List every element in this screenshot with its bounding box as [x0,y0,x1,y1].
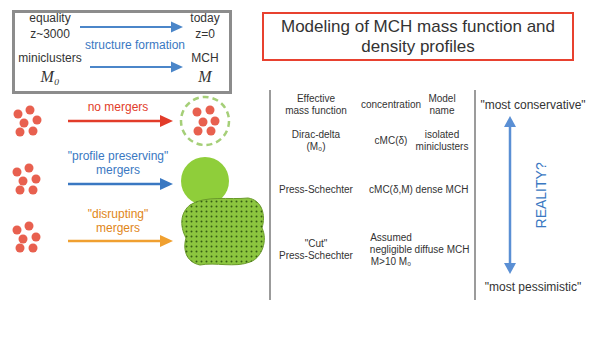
minicluster-dot [193,108,202,117]
minicluster-dots [13,222,41,253]
minicluster-dots [14,106,42,137]
merger-label: no mergers [88,100,149,114]
table-cell: "Cut" [305,238,328,250]
minicluster-dot [29,127,38,136]
dense-halo [181,157,229,205]
minicluster-dot [20,119,29,128]
merger-arrow [68,240,162,243]
minicluster-dots [13,164,41,195]
column-header: concentration [361,99,421,111]
minicluster-dot [32,175,41,184]
minicluster-dot [33,116,42,125]
minicluster-dot [13,226,22,235]
node-text: today [190,12,219,26]
minicluster-dot [13,168,22,177]
node-text: M [198,68,211,86]
range-arrow [509,124,512,266]
minicluster-dot [211,117,220,126]
minicluster-dot [19,235,28,244]
table-cell: cMC(δ) [375,135,408,147]
node-text: structure formation [85,39,185,53]
node-text: z~3000 [30,28,70,42]
node-text: M₀ [41,68,60,86]
minicluster-dot [29,186,38,195]
minicluster-dot [14,110,23,119]
table-cell: cMC(δ,M) [369,184,413,196]
arrow-head [171,62,183,73]
evolution-arrow [80,26,173,28]
table-cell: dense MCH [416,184,469,196]
merger-label: "disrupting" mergers [79,207,157,236]
table-cell: isolated miniclusters [412,129,472,153]
node-text: equality [29,12,70,26]
minicluster-dot [25,222,34,231]
title-box: Modeling of MCH mass function and densit… [262,12,574,61]
scale-label: "most conservative" [480,98,585,112]
era-box: equality z~3000 today z=0 structure formatio… [12,10,232,94]
node-text: MCH [191,52,218,66]
minicluster-dot [19,177,28,186]
merger-arrow [68,183,162,186]
arrow-head [160,235,173,247]
diffuse-halo [182,198,265,265]
table-cell: Assumed negligible M>10 M₀ [364,232,419,268]
diffuse-halo-texture [182,198,265,265]
minicluster-dot [26,106,35,115]
minicluster-dot [32,233,41,242]
axis-label: REALITY? [533,162,550,228]
column-header: Model name [422,93,462,117]
minicluster-dot [29,244,38,253]
minicluster-dot [25,164,34,173]
column-header: Effective mass function [284,93,348,117]
arrow-head [171,22,183,33]
table-cell: diffuse MCH [415,244,470,256]
merger-arrow [68,120,162,123]
merger-label: "profile preserving" mergers [62,149,174,178]
arrow-head [504,116,516,127]
arrow-head [504,263,516,274]
minicluster-dot [206,106,215,115]
node-text: miniclusters [18,52,81,66]
minicluster-dots [193,106,220,136]
minicluster-dot [199,118,208,127]
table-cell: Dirac-delta (M₀) [288,129,344,153]
halo-outline [181,97,229,145]
minicluster-dot [207,127,216,136]
node-text: z=0 [195,28,215,42]
separator-line [474,90,476,300]
table-cell: Press-Schechter [279,184,353,196]
minicluster-dot [16,244,25,253]
scale-label: "most pessimistic" [485,280,582,294]
minicluster-dot [16,128,25,137]
arrow-head [160,115,173,127]
evolution-arrow [90,66,173,68]
minicluster-dot [16,186,25,195]
arrow-head [160,178,173,190]
table-cell: Press-Schechter [279,250,353,262]
minicluster-dot [194,127,203,136]
separator-line [269,90,271,300]
